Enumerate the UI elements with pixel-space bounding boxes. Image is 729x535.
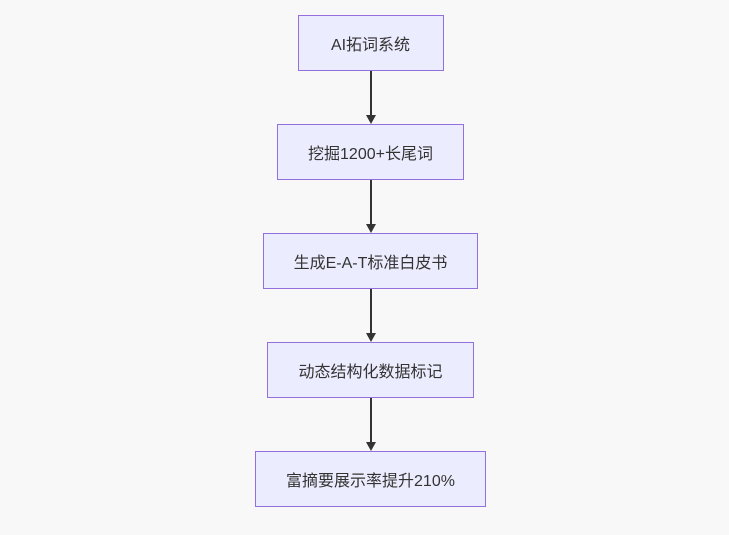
- arrow-connector: [365, 398, 376, 451]
- flowchart-node-eat-whitepaper: 生成E-A-T标准白皮书: [262, 233, 479, 289]
- arrow-head-down-icon: [365, 333, 376, 342]
- arrow-connector: [365, 180, 376, 233]
- arrow-line: [369, 289, 372, 333]
- flowchart-node-ai-system: AI拓词系统: [297, 15, 444, 71]
- arrow-connector: [365, 71, 376, 124]
- flowchart-node-longtail-mining: 挖掘1200+长尾词: [277, 124, 464, 180]
- flowchart-node-structured-data: 动态结构化数据标记: [267, 342, 474, 398]
- flow-column: AI拓词系统 挖掘1200+长尾词 生成E-A-T标准白皮书 动态结构化数据标记: [255, 15, 486, 507]
- arrow-head-down-icon: [365, 224, 376, 233]
- node-label: 挖掘1200+长尾词: [308, 146, 433, 163]
- arrow-line: [369, 180, 372, 224]
- flowchart-node-rich-snippet-result: 富摘要展示率提升210%: [255, 451, 486, 507]
- node-label: 生成E-A-T标准白皮书: [293, 255, 448, 272]
- node-label: 动态结构化数据标记: [298, 364, 443, 381]
- arrow-connector: [365, 289, 376, 342]
- arrow-line: [369, 71, 372, 115]
- node-label: AI拓词系统: [330, 37, 411, 54]
- node-label: 富摘要展示率提升210%: [286, 473, 455, 490]
- arrow-head-down-icon: [365, 115, 376, 124]
- arrow-line: [369, 398, 372, 442]
- arrow-head-down-icon: [365, 442, 376, 451]
